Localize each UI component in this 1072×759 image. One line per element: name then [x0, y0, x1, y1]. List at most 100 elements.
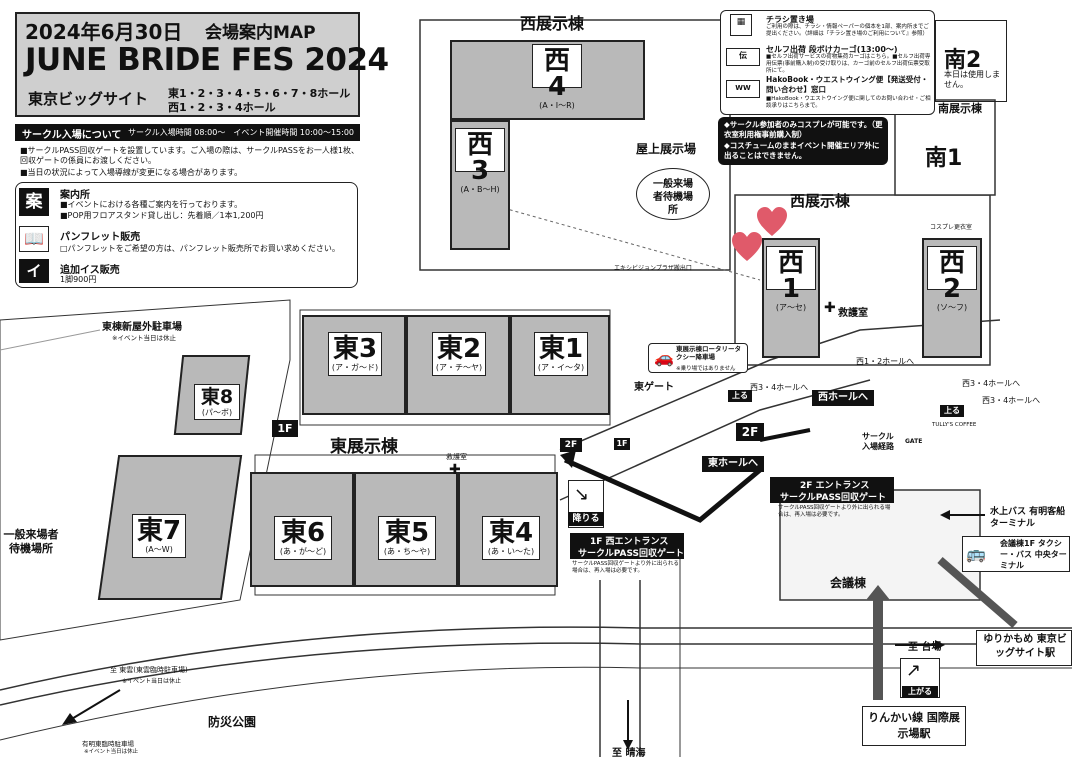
hall-east6-label: 東6(あ・が〜ど): [274, 516, 332, 560]
general-waiting-label: 一般来場者待機場所: [3, 528, 59, 555]
heart-icon: [732, 232, 762, 261]
to-harumi-label: 至 晴海: [612, 748, 646, 759]
west-waiting-area: [636, 168, 710, 220]
circle-entry-bar: [15, 124, 360, 141]
go-down-label: 降りる: [568, 512, 604, 526]
circle-entry-heading: サークル入場について: [22, 130, 122, 141]
floor-2f-label-west: 2F: [736, 423, 764, 441]
east-roof-parking: 東棟新屋外駐車場: [102, 322, 182, 333]
costume-label: コスプレ更衣室: [930, 224, 973, 231]
gate-1f-note: サークルPASS回収ゲートより外に出られる場合は、再入場は必要です。: [572, 561, 679, 574]
east-hall-to: 東ホールへ: [702, 456, 764, 472]
up-label: 上がる: [902, 686, 938, 698]
tullys-label: TULLY'S COFFEE: [932, 422, 977, 428]
ariake-parking-note: ※イベント当日は休止: [84, 749, 139, 755]
cosplay-note-1: ◆サークル参加者のみコスプレが可能です。（更衣室利用権事前購入制）: [724, 120, 883, 139]
east-hall34-label: 西3・4ホールへ: [750, 383, 809, 392]
hall-east3-label: 東3(ア・ガ〜ド): [328, 332, 382, 376]
floor-1f-label: 1F: [272, 420, 298, 437]
legend-pamphlet-title: パンフレット販売: [60, 232, 141, 243]
circle-route-label: サークル入場経路: [862, 432, 894, 451]
legend-info-title: 案内所: [60, 190, 90, 201]
rinkai-label: りんかい線 国際展示場駅: [868, 711, 960, 740]
header-title-block: [15, 12, 360, 117]
bus-label: 会議棟1F タクシー・バス 中央ターミナル: [1000, 539, 1067, 570]
south2-note: 本日は使用しません。: [944, 70, 1000, 89]
temp-parking: 至 東雲(東雲臨時駐車場): [110, 666, 188, 674]
yurikamome-label: ゆりかもめ 東京ビッグサイト駅: [983, 634, 1067, 659]
hall-east8-label: 東8(パ〜ボ): [194, 384, 240, 420]
west-hall12-label: 西1・2ホールへ: [856, 357, 915, 366]
east-roof-parking-note: ※イベント当日は休止: [112, 334, 176, 342]
info-hakobook-title: HakoBook・ウエストウイング便【発送受付・問い合わせ】窓口: [766, 75, 929, 94]
rinkai-box: [862, 706, 966, 746]
park-label: 防災公園: [208, 715, 257, 729]
info-cargo-text: ■セルフ出荷サービスの荷物集荷カーゴはこちら。■セルフ出荷専用伝票(事前購入制)…: [766, 54, 931, 74]
flyer-icon: ▦: [730, 14, 752, 36]
legend-pamphlet-line: □パンフレットをご希望の方は、パンフレット販売所でお買い求めください。: [60, 244, 340, 253]
circle-entry-note-2: ■当日の状況によって入場導線が変更になる場合があります。: [20, 168, 243, 177]
rooftop-label: 屋上展示場: [636, 142, 697, 156]
event-name: JUNE BRIDE FES 2024: [25, 42, 389, 78]
hall-east7-label: 東7(A〜W): [132, 514, 186, 558]
hall-west4-label: 西4(A・I〜R): [532, 44, 582, 110]
first-aid-cross-east: ✚: [449, 462, 461, 478]
taxi-icon: 🚗: [654, 348, 674, 367]
west-waiting-label: 一般来場者待機場所: [653, 179, 693, 216]
cosplay-note-2: ◆コスチュームのままイベント開催エリア外に出ることはできません。: [724, 141, 880, 160]
east-gate-label: 東ゲート: [634, 382, 674, 393]
west-hall34-label-2: 西3・4ホールへ: [982, 396, 1041, 405]
west-building-label-2: 西展示棟: [790, 192, 851, 210]
legend-book-icon: 📖: [19, 226, 49, 252]
west-hall-to: 西ホールへ: [812, 390, 874, 406]
halls-line-2: 西1・2・3・4ホール: [168, 101, 276, 114]
esc-plaza-label: エキシビジョンプラザ搬出口: [614, 265, 692, 272]
floor-1f-label-east: 1F: [614, 438, 630, 450]
gate-2f-title: 2F エントランス: [800, 481, 870, 491]
gate-1f-sub: サークルPASS回収ゲート: [578, 549, 685, 559]
go-up-label: 上る: [728, 390, 752, 402]
to-odaiba-label: 至 台場: [908, 642, 942, 653]
taxi-box: [648, 343, 748, 373]
cosplay-notes-box: [718, 117, 888, 165]
info-flyer-text: ご利用の際は、チラシ・情報ペーパーの個本を1部、案内所までご提出ください。（詳細…: [766, 24, 929, 37]
hall-west2-label: 西2(ソ〜フ): [927, 246, 977, 312]
hall-east1-label: 東1(ア・イ〜タ): [534, 332, 588, 376]
hall-west3-label: 西3(A・B〜H): [455, 128, 505, 194]
info-flyer-title: チラシ置き場: [766, 15, 814, 24]
gate-2f-note: サークルPASS回収ゲートより外に出られる場合は、再入場は必要です。: [778, 505, 891, 518]
taxi-note: ※乗り場ではありません: [676, 366, 736, 372]
south-building-label: 南展示棟: [938, 102, 982, 115]
event-date: 2024年6月30日: [25, 20, 183, 44]
legend-icon-chair: イ: [19, 259, 49, 283]
legend-box: [15, 182, 358, 288]
south1-label: 南1: [925, 146, 963, 171]
hall-west1-label: 西1(ア〜セ): [766, 246, 816, 312]
south2-outline: [935, 20, 1007, 102]
info-cargo-title: セルフ出荷 段ボけカーゴ(13:00〜): [766, 45, 898, 54]
first-aid-cross-west: ✚: [824, 300, 836, 316]
west-first-aid: 救護室: [838, 308, 868, 319]
conference-label: 会議棟: [830, 576, 867, 590]
heart-icon: [757, 207, 787, 236]
halls-line-1: 東1・2・3・4・5・6・7・8ホール: [168, 87, 351, 100]
temp-parking-note: ※イベント当日は休止: [122, 678, 182, 685]
floor-2f-label: 2F: [560, 438, 582, 452]
bus-icon: 🚌: [966, 544, 986, 563]
info-hakobook-text: ■HakoBook・ウエストウイング便に関してのお問い合わせ・ご相談承りはこちら…: [766, 96, 931, 109]
gate-label: GATE: [905, 438, 923, 445]
water-bus-label: 水上バス 有明客船ターミナル: [990, 507, 1066, 529]
venue-name: 東京ビッグサイト: [28, 90, 149, 108]
hakobook-icon: WW: [726, 80, 760, 98]
gate-2f-sub: サークルPASS回収ゲート: [780, 493, 887, 503]
gate-1f-box: [570, 533, 684, 559]
stairs-up-icon: ↗: [906, 660, 922, 681]
go-up-label-west: 上る: [940, 405, 964, 417]
west-building-label: 西展示棟: [520, 14, 585, 33]
bus-box: [962, 536, 1070, 572]
circle-entry-times: サークル入場時間 08:00〜 イベント開催時間 10:00〜15:00: [128, 128, 355, 137]
legend-chair-title: 追加イス販売: [60, 265, 120, 276]
taxi-label: 東展示棟ロータリータクシー降車場: [676, 345, 741, 361]
hall-east4-label: 東4(あ・い〜た): [482, 516, 540, 560]
hall-east2-label: 東2(ア・チ〜ヤ): [432, 332, 486, 376]
